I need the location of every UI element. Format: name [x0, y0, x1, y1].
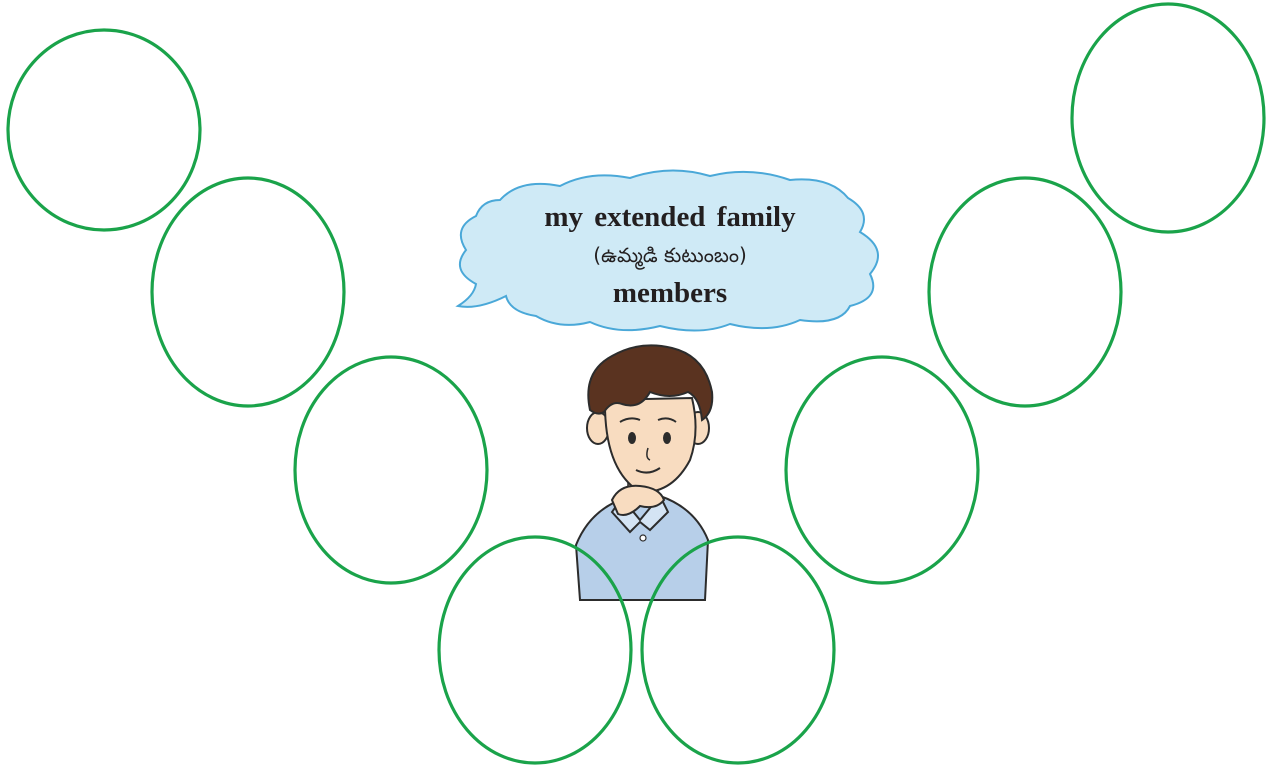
- left-eyebrow: [619, 417, 641, 423]
- member-ovals: [6, 2, 1266, 765]
- right-eye: [663, 432, 671, 444]
- speech-bubble-text: my extended family (ఉమ్మడి కుటుంబం) memb…: [470, 196, 870, 314]
- member-oval-1[interactable]: [6, 28, 202, 232]
- member-oval-7[interactable]: [927, 176, 1123, 408]
- member-oval-4[interactable]: [437, 535, 633, 765]
- bubble-title: my extended family: [544, 201, 796, 233]
- member-oval-3[interactable]: [293, 355, 489, 585]
- mouth: [635, 467, 661, 474]
- left-eye: [628, 432, 636, 444]
- boy-hand: [610, 484, 666, 516]
- nose: [646, 447, 651, 461]
- boy-face: [603, 396, 697, 494]
- boy-hair: [587, 344, 714, 422]
- boy-shirt: [574, 494, 710, 601]
- member-oval-6[interactable]: [784, 355, 980, 585]
- bubble-subtitle: (ఉమ్మడి కుటుంబం): [593, 243, 747, 267]
- member-oval-8[interactable]: [1070, 2, 1266, 234]
- member-oval-5[interactable]: [640, 535, 836, 765]
- bubble-members-label: members: [612, 277, 728, 309]
- right-eyebrow: [657, 417, 677, 423]
- shirt-button: [639, 534, 647, 542]
- member-oval-2[interactable]: [150, 176, 346, 408]
- boy-illustration: [574, 344, 714, 601]
- speech-bubble: [455, 169, 879, 332]
